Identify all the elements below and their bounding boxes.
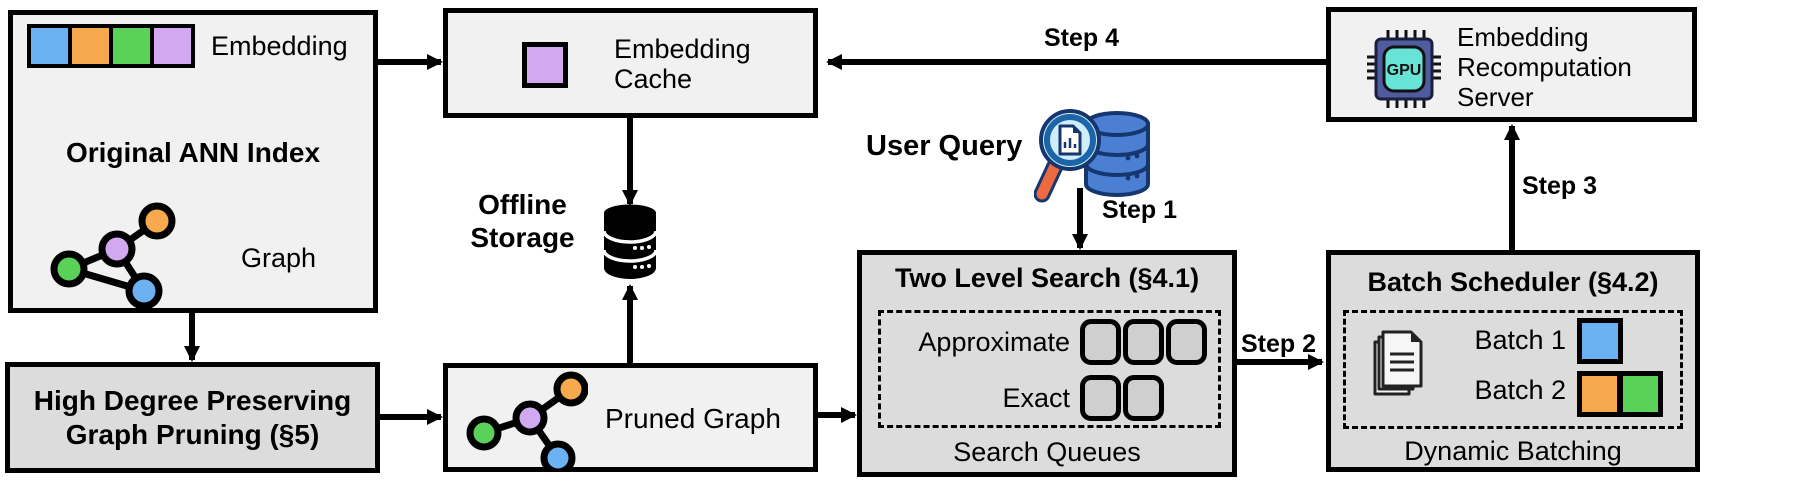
cached-embedding-icon: [522, 42, 568, 88]
step2-label: Step 2: [1241, 330, 1317, 358]
embedding-vector-icon: [27, 24, 195, 68]
offline-storage-database-icon: [603, 204, 657, 279]
embedding-label: Embedding: [211, 31, 348, 61]
two-level-search-box: Two Level Search (§4.1) Approximate Exac…: [857, 250, 1237, 477]
embedding-cache-label-line1: Embedding: [614, 34, 751, 64]
pruning-title-line2: Graph Pruning (§5): [65, 418, 320, 450]
queue-slot: [1080, 375, 1121, 421]
graph-label: Graph: [241, 243, 317, 273]
embedding-cache-box: Embedding Cache: [443, 8, 818, 118]
embedding-cell-purple: [150, 28, 191, 64]
queue-slot: [1123, 375, 1164, 421]
server-label-line3: Server: [1457, 82, 1534, 112]
server-label-line2: Recomputation: [1457, 52, 1632, 82]
batch2-block-orange: [1577, 371, 1622, 417]
original-ann-index-box: Embedding Original ANN Index Graph: [8, 10, 378, 313]
graph-pruning-box: High Degree Preserving Graph Pruning (§5…: [5, 362, 380, 473]
dynamic-batching-region: [1343, 310, 1683, 429]
step4-label: Step 4: [1044, 24, 1120, 52]
batch2-label: Batch 2: [1474, 375, 1566, 405]
documents-icon: [1373, 330, 1423, 396]
batch2-block-green: [1618, 371, 1663, 417]
embedding-cell-blue: [31, 28, 68, 64]
recomputation-server-box: GPU Embedding Recomputation Server: [1326, 7, 1697, 122]
pruning-title-line1: High Degree Preserving: [33, 384, 352, 416]
query-database: [1084, 111, 1150, 197]
pruned-graph-icon: [466, 371, 588, 470]
offline-storage-label: Offline Storage: [470, 189, 575, 253]
pruned-graph-label: Pruned Graph: [605, 403, 781, 434]
queue-slot: [1080, 319, 1121, 365]
queue-slot: [1166, 319, 1207, 365]
step3-label: Step 3: [1522, 172, 1598, 200]
dynamic-batching-caption: Dynamic Batching: [1404, 436, 1622, 466]
gpu-chip-icon: GPU: [1367, 30, 1441, 108]
step1-label: Step 1: [1102, 196, 1178, 224]
two-level-search-title: Two Level Search (§4.1): [894, 263, 1200, 293]
batch-scheduler-title: Batch Scheduler (§4.2): [1367, 267, 1659, 297]
batch1-block-blue: [1577, 318, 1623, 364]
approximate-label: Approximate: [918, 327, 1070, 357]
ann-index-title: Original ANN Index: [65, 137, 321, 168]
exact-label: Exact: [1002, 383, 1070, 413]
queue-slot: [1123, 319, 1164, 365]
embedding-cell-green: [109, 28, 150, 64]
search-queues-region: [878, 310, 1221, 428]
approximate-queue-slots: [1080, 319, 1207, 365]
user-query-label: User Query: [866, 130, 1023, 162]
exact-queue-slots: [1080, 375, 1164, 421]
embedding-cache-label-line2: Cache: [614, 64, 693, 94]
batch1-label: Batch 1: [1474, 325, 1566, 355]
server-label-line1: Embedding: [1457, 22, 1589, 52]
pruned-graph-box: Pruned Graph: [443, 363, 818, 472]
search-queues-caption: Search Queues: [953, 437, 1141, 467]
batch-scheduler-box: Batch Scheduler (§4.2) Batch 1 Batch 2 D…: [1326, 250, 1700, 472]
embedding-cell-orange: [68, 28, 109, 64]
gpu-text: GPU: [1387, 62, 1422, 79]
original-graph-icon: [50, 202, 176, 308]
user-query-icon: [1034, 109, 1150, 203]
